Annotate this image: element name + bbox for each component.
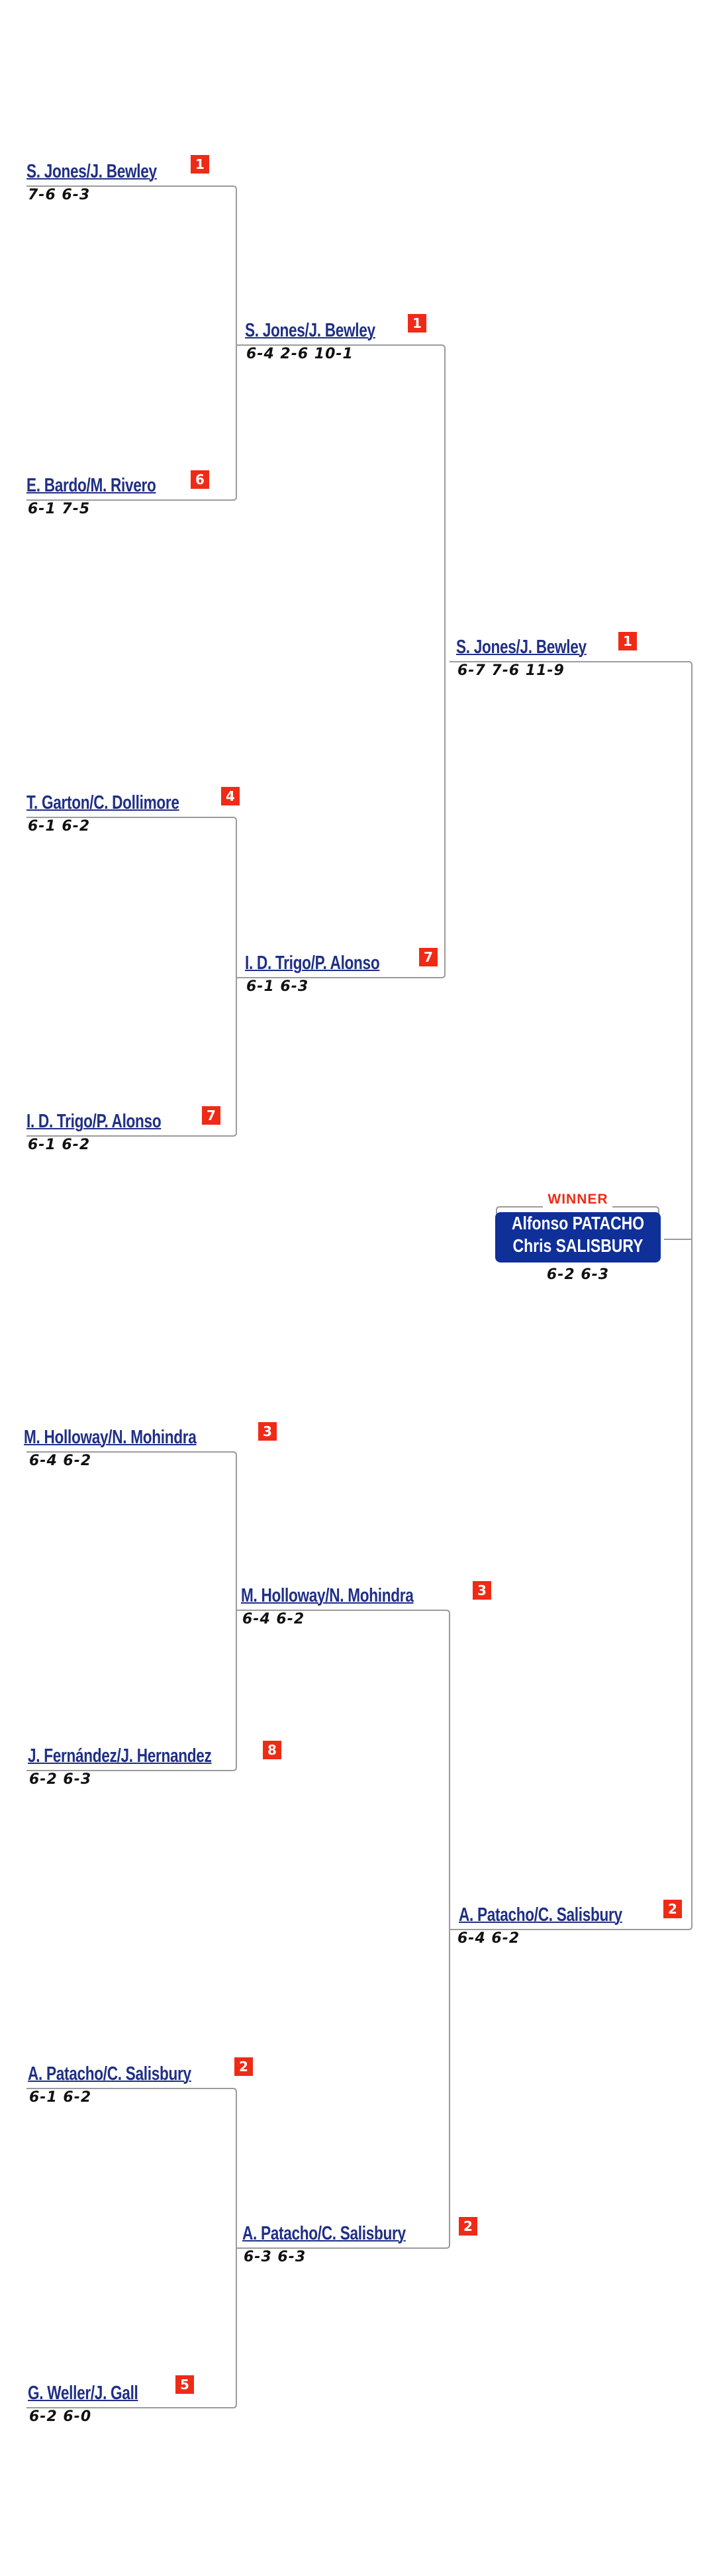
score-text: 6-3 6-3: [244, 2249, 307, 2265]
team-name[interactable]: A. Patacho/C. Salisbury: [28, 2063, 191, 2085]
seed-badge: 7: [202, 1106, 220, 1125]
round1-match-8[interactable]: G. Weller/J. Gall: [28, 2383, 169, 2404]
team-name[interactable]: S. Jones/J. Bewley: [456, 637, 587, 658]
team-name[interactable]: I. D. Trigo/P. Alonso: [26, 1111, 162, 1132]
team-name[interactable]: S. Jones/J. Bewley: [245, 320, 375, 341]
seed-badge: 1: [618, 632, 637, 650]
round1-match-6[interactable]: J. Fernández/J. Hernandez: [28, 1746, 263, 1767]
score-text: 6-4 6-2: [242, 1611, 305, 1627]
score-text: 6-2 6-0: [29, 2408, 92, 2425]
round1-match-1[interactable]: S. Jones/J. Bewley: [26, 162, 193, 182]
round1-match-2[interactable]: E. Bardo/M. Rivero: [26, 476, 193, 496]
team-name[interactable]: M. Holloway/N. Mohindra: [241, 1585, 414, 1606]
seed-badge: 5: [175, 2375, 194, 2394]
round2-match-2[interactable]: I. D. Trigo/P. Alonso: [245, 953, 418, 974]
score-text: 7-6 6-3: [28, 187, 91, 203]
round1-match-4[interactable]: I. D. Trigo/P. Alonso: [26, 1111, 199, 1132]
score-text: 6-2 6-3: [29, 1771, 92, 1788]
team-name[interactable]: I. D. Trigo/P. Alonso: [245, 953, 380, 974]
score-text: 6-1 6-2: [28, 1137, 91, 1153]
round1-match-7[interactable]: A. Patacho/C. Salisbury: [28, 2064, 237, 2085]
score-text: 6-1 7-5: [28, 501, 91, 517]
seed-badge: 1: [408, 314, 426, 333]
score-text: 6-1 6-2: [29, 2089, 92, 2106]
team-name[interactable]: S. Jones/J. Bewley: [26, 161, 157, 182]
winner-section: WINNER Alfonso PATACHO Chris SALISBURY 6…: [493, 1192, 663, 1285]
winner-player-1: Alfonso PATACHO: [511, 1213, 645, 1233]
round2-match-1[interactable]: S. Jones/J. Bewley: [245, 321, 412, 341]
round1-match-3[interactable]: T. Garton/C. Dollimore: [26, 793, 222, 813]
seed-badge: 6: [191, 470, 209, 489]
seed-badge: 7: [419, 948, 438, 966]
seed-badge: 1: [191, 155, 209, 174]
team-name[interactable]: J. Fernández/J. Hernandez: [28, 1745, 212, 1767]
seed-badge: 2: [234, 2057, 253, 2076]
score-text: 6-4 6-2: [457, 1930, 520, 1947]
team-name[interactable]: A. Patacho/C. Salisbury: [459, 1904, 622, 1926]
team-name[interactable]: T. Garton/C. Dollimore: [26, 792, 179, 813]
score-text: 6-4 2-6 10-1: [246, 346, 354, 362]
winner-label: WINNER: [548, 1192, 608, 1207]
round2-match-4[interactable]: A. Patacho/C. Salisbury: [242, 2224, 452, 2244]
winner-box[interactable]: Alfonso PATACHO Chris SALISBURY: [495, 1212, 661, 1262]
seed-badge: 3: [473, 1581, 491, 1600]
winner-player-2: Chris SALISBURY: [512, 1235, 644, 1256]
seed-badge: 8: [263, 1741, 281, 1759]
team-name[interactable]: M. Holloway/N. Mohindra: [24, 1427, 197, 1448]
round3-match-1[interactable]: S. Jones/J. Bewley: [456, 637, 623, 658]
score-text: 6-4 6-2: [29, 1453, 92, 1469]
round1-match-5[interactable]: M. Holloway/N. Mohindra: [24, 1427, 245, 1448]
seed-badge: 4: [221, 787, 240, 805]
round2-match-3[interactable]: M. Holloway/N. Mohindra: [241, 1586, 462, 1606]
round3-match-2[interactable]: A. Patacho/C. Salisbury: [459, 1905, 668, 1926]
seed-badge: 3: [258, 1422, 277, 1441]
team-name[interactable]: A. Patacho/C. Salisbury: [242, 2223, 406, 2244]
score-text: 6-7 7-6 11-9: [457, 662, 565, 679]
seed-badge: 2: [459, 2217, 477, 2236]
score-text: 6-1 6-3: [246, 978, 309, 995]
winner-score: 6-2 6-3: [546, 1266, 610, 1283]
score-text: 6-1 6-2: [28, 818, 91, 835]
seed-badge: 2: [663, 1900, 682, 1918]
team-name[interactable]: E. Bardo/M. Rivero: [26, 475, 156, 496]
team-name[interactable]: G. Weller/J. Gall: [28, 2383, 138, 2404]
